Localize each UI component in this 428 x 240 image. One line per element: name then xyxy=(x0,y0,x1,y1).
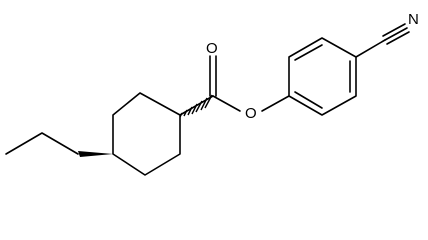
benzene-inner-bonds xyxy=(294,44,351,109)
solid-wedge xyxy=(78,151,113,157)
propyl-chain xyxy=(5,132,79,155)
nitrile-triple-bond xyxy=(382,23,410,45)
cyclohexane-ring xyxy=(112,92,181,176)
benzene-ring xyxy=(288,37,357,116)
aryl-nitrile-bond xyxy=(355,39,386,58)
ester-oxygen-label: O xyxy=(245,105,257,122)
carbonyl-double-bond xyxy=(209,55,217,97)
molecule-structure: O O N xyxy=(5,11,419,176)
ester-bond-right xyxy=(261,95,290,112)
ester-bond-left xyxy=(212,95,241,112)
carbonyl-oxygen-label: O xyxy=(206,40,218,57)
stereo-bonds xyxy=(78,94,213,157)
hashed-wedge xyxy=(179,94,213,118)
nitrile-nitrogen-label: N xyxy=(408,11,419,28)
